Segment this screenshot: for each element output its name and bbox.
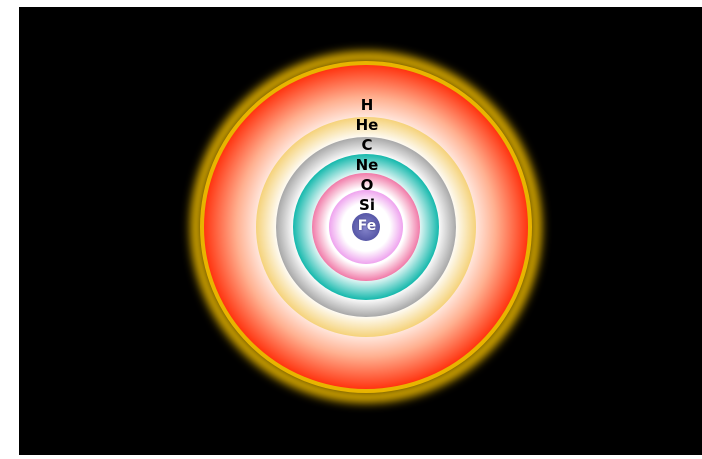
label-si: Si xyxy=(359,196,375,214)
iron-core xyxy=(352,213,380,241)
diagram-canvas: H He C Ne O Si Fe xyxy=(19,7,702,455)
label-o: O xyxy=(360,176,374,194)
label-c: C xyxy=(361,136,373,154)
star-onion-shell-diagram xyxy=(191,52,541,402)
label-h: H xyxy=(360,96,374,114)
label-fe: Fe xyxy=(357,218,377,234)
label-ne: Ne xyxy=(355,156,379,174)
label-he: He xyxy=(355,116,379,134)
outer-glow xyxy=(191,52,541,402)
